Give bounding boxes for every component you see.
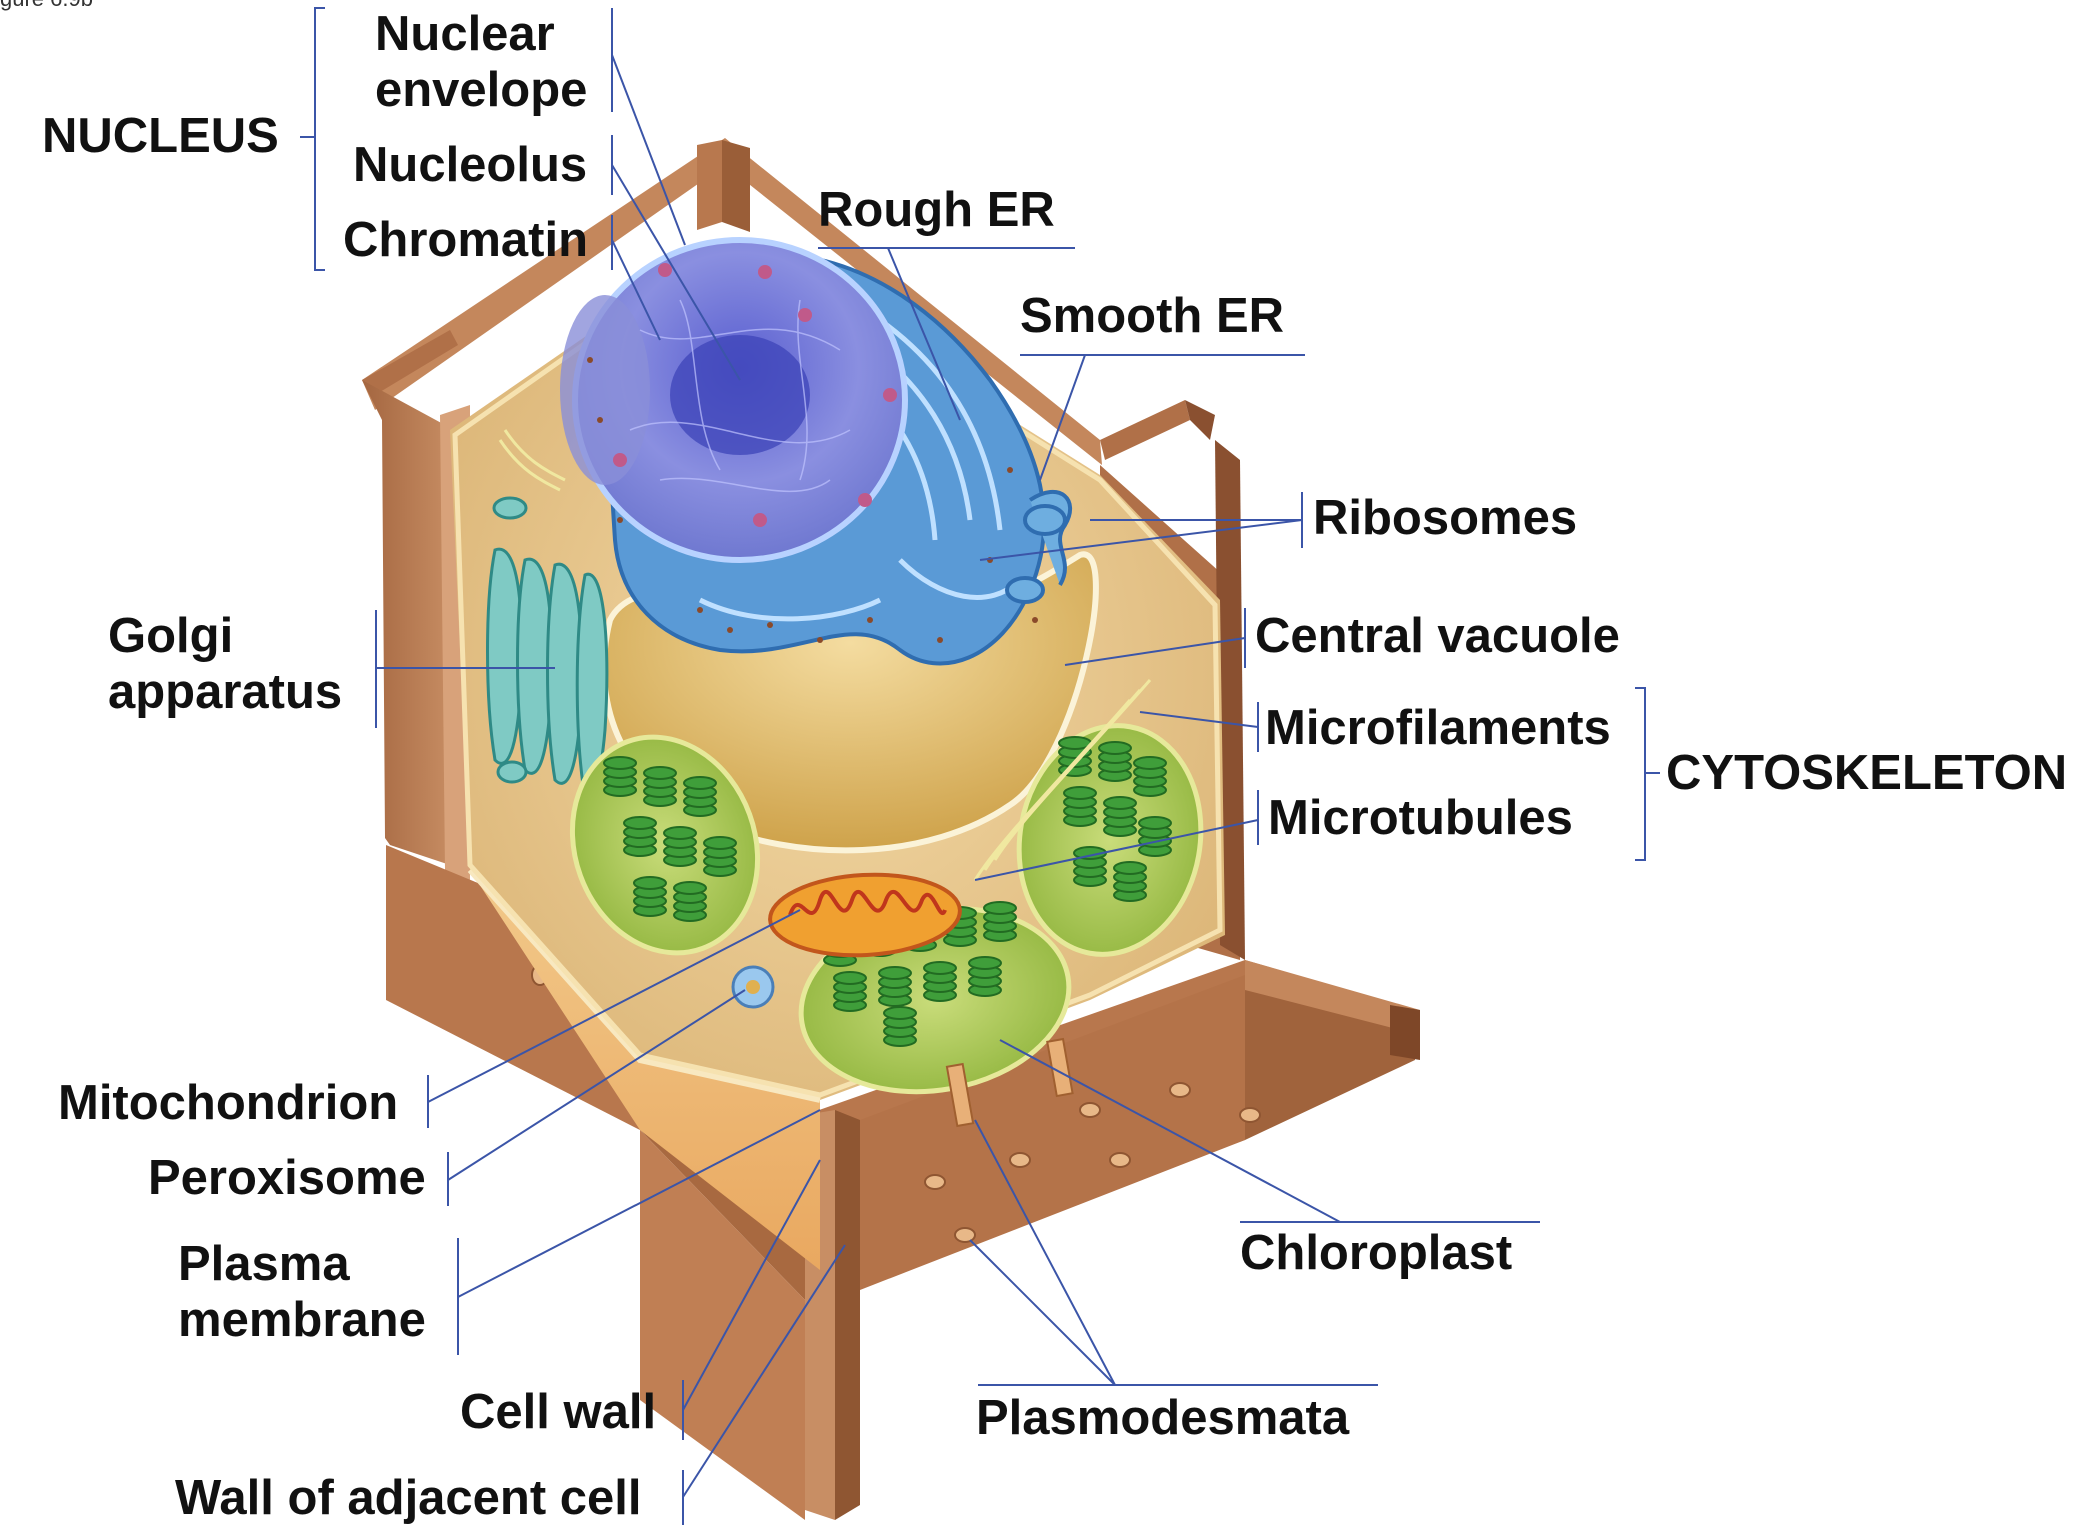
thylakoid-disc <box>968 956 1002 970</box>
thylakoid-disc <box>1063 786 1097 800</box>
thylakoid-disc <box>603 756 637 770</box>
thylakoid-disc <box>673 881 707 895</box>
thylakoid-disc <box>703 836 737 850</box>
label-wall-of-adjacent-cell: Wall of adjacent cell <box>175 1471 642 1525</box>
peroxisome-shape <box>731 965 775 1009</box>
nucleolus-shape <box>670 335 810 455</box>
label-peroxisome: Peroxisome <box>148 1151 426 1205</box>
label-plasma-membrane-line1: Plasma <box>178 1237 350 1291</box>
plasmodesmata-shape <box>945 1037 1074 1128</box>
label-nucleus: NUCLEUS <box>42 109 279 163</box>
label-golgi-line2: apparatus <box>108 665 343 719</box>
label-golgi-line1: Golgi <box>108 609 234 663</box>
mitochondrion-shape <box>768 872 962 958</box>
thylakoid-disc <box>1098 741 1132 755</box>
figure-number: gure 6.9b <box>0 0 93 12</box>
label-plasma-membrane-line2: membrane <box>178 1293 426 1347</box>
thylakoid-disc <box>878 966 912 980</box>
label-chromatin: Chromatin <box>343 213 588 267</box>
thylakoid-disc <box>633 876 667 890</box>
thylakoid-disc <box>833 971 867 985</box>
label-chloroplast: Chloroplast <box>1240 1226 1513 1280</box>
nucleus-shape <box>560 237 908 563</box>
thylakoid-grana <box>603 736 1172 1047</box>
label-cell-wall: Cell wall <box>460 1385 657 1439</box>
chromatin-shape <box>629 299 851 493</box>
label-mitochondrion: Mitochondrion <box>58 1076 399 1130</box>
thylakoid-disc <box>883 1006 917 1020</box>
label-nuclear-envelope-line2: envelope <box>375 63 588 117</box>
label-microtubules: Microtubules <box>1268 791 1573 845</box>
smooth-er-shape <box>1005 489 1072 604</box>
thylakoid-disc <box>1133 756 1167 770</box>
thylakoid-disc <box>643 766 677 780</box>
thylakoid-disc <box>1103 796 1137 810</box>
ribosomes-shape <box>587 357 1038 643</box>
thylakoid-disc <box>983 901 1017 915</box>
thylakoid-disc <box>663 826 697 840</box>
label-rough-er: Rough ER <box>818 183 1055 237</box>
thylakoid-disc <box>1113 861 1147 875</box>
label-nucleolus: Nucleolus <box>353 138 588 192</box>
label-central-vacuole: Central vacuole <box>1255 609 1620 663</box>
label-smooth-er: Smooth ER <box>1020 289 1285 343</box>
label-microfilaments: Microfilaments <box>1265 701 1611 755</box>
thylakoid-disc <box>923 961 957 975</box>
leader-lines <box>300 7 1660 1525</box>
thylakoid-disc <box>1138 816 1172 830</box>
thylakoid-disc <box>683 776 717 790</box>
label-plasmodesmata: Plasmodesmata <box>976 1391 1350 1445</box>
thylakoid-disc <box>623 816 657 830</box>
cytoskeleton-filaments <box>498 429 1152 881</box>
label-ribosomes: Ribosomes <box>1313 491 1578 545</box>
label-nuclear-envelope-line1: Nuclear <box>375 7 555 61</box>
label-cytoskeleton: CYTOSKELETON <box>1666 746 2068 800</box>
